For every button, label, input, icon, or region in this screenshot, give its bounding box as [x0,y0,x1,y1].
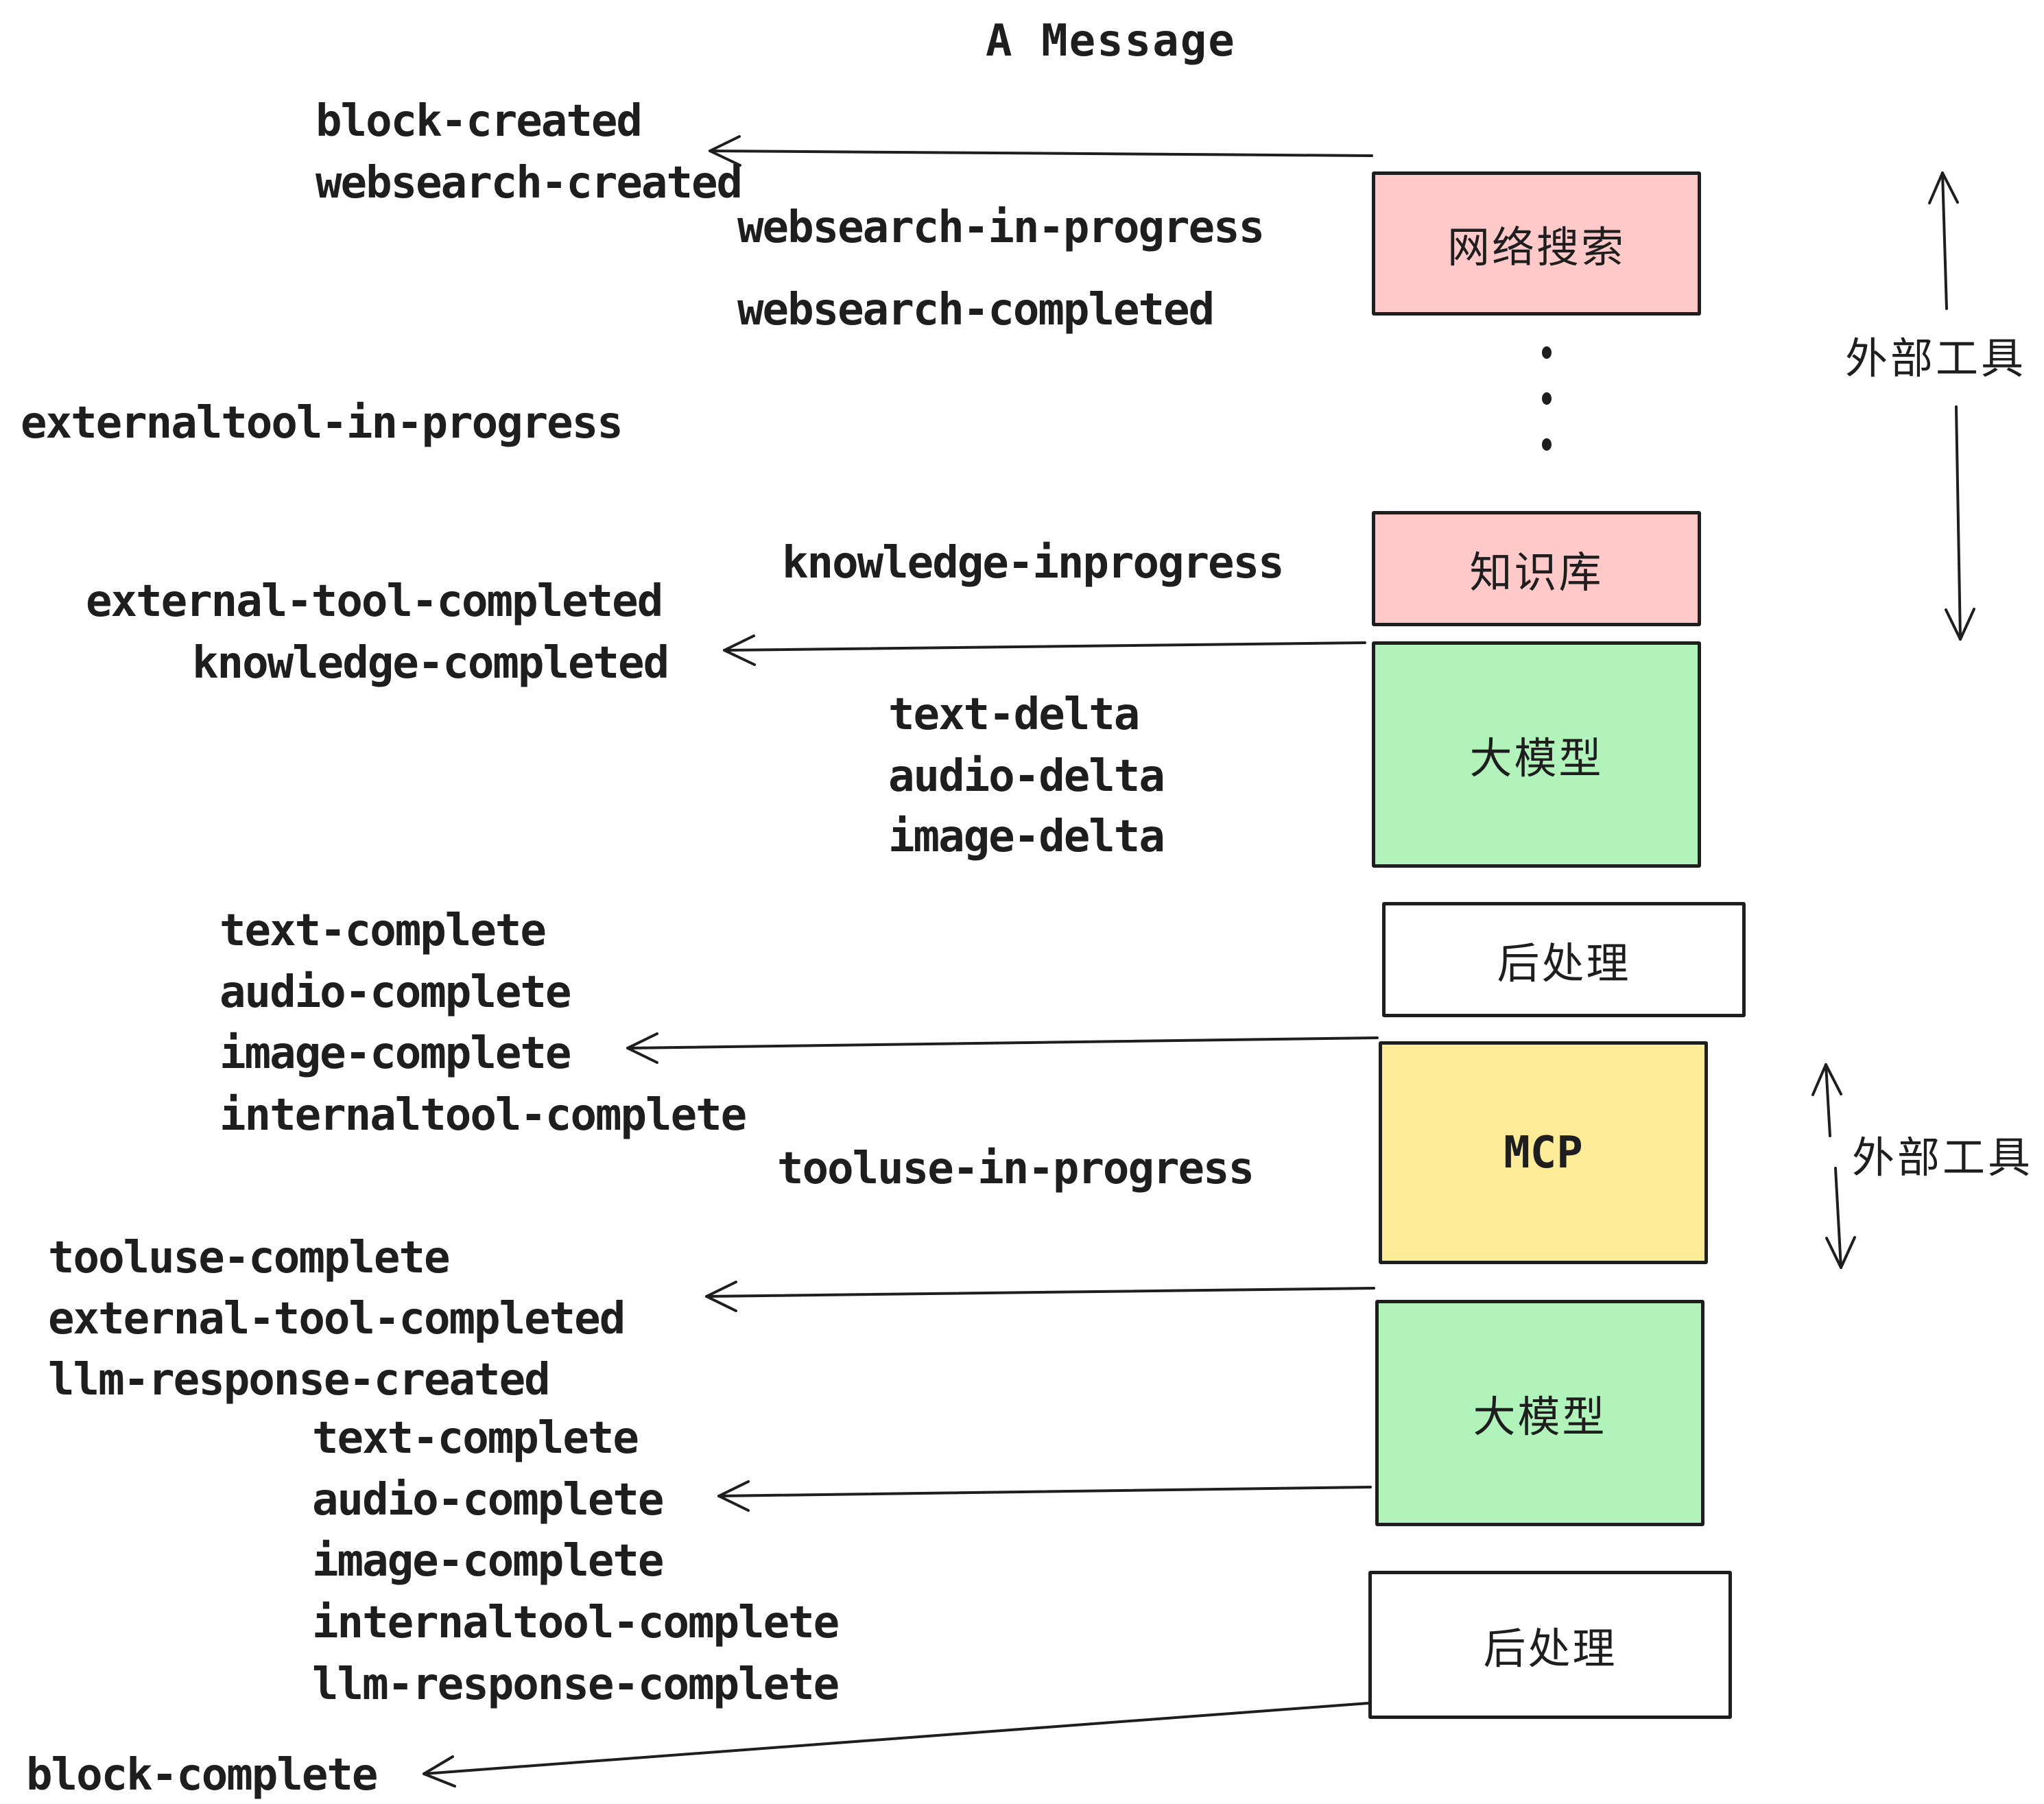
arrow-to-image-complete [626,1032,1379,1064]
external-tools-up-arrow-top [1928,171,1959,310]
event-label-text-complete: text-complete [219,905,547,956]
event-label-tooluse-complete: tooluse-complete [48,1233,450,1283]
event-label-audio-complete: audio-complete [219,967,571,1018]
arrow-to-audio-complete [717,1480,1372,1512]
event-label-knowledge-completed: knowledge-completed [192,638,669,689]
arrow-to-block-complete [423,1702,1370,1788]
node-postprocess-2: 后处理 [1368,1571,1732,1719]
arrow-to-tooluse-complete [705,1281,1375,1312]
event-label-audio-complete-2: audio-complete [312,1475,664,1526]
diagram-title: A Message [986,16,1236,67]
external-tools-up-arrow-mcp [1811,1063,1842,1137]
event-label-knowledge-inprogress: knowledge-inprogress [782,538,1285,589]
node-mcp: MCP [1379,1041,1708,1264]
event-label-image-complete-2: image-complete [312,1536,664,1587]
node-websearch: 网络搜索 [1372,171,1701,316]
event-label-image-delta: image-delta [888,811,1165,862]
event-label-audio-delta: audio-delta [888,751,1165,802]
event-label-internaltool-complete: internaltool-complete [219,1090,747,1141]
external-tools-down-arrow-mcp [1825,1167,1856,1269]
node-postprocess-1: 后处理 [1382,902,1746,1017]
external-tools-label-top: 外部工具 [1845,333,2027,383]
event-label-text-complete-2: text-complete [312,1413,639,1464]
ellipsis-dot [1542,346,1552,359]
ellipsis-dot [1542,392,1552,405]
event-label-block-complete: block-complete [26,1750,378,1801]
event-label-image-complete: image-complete [219,1028,571,1079]
event-label-externaltool-in-progress: externaltool-in-progress [21,398,623,449]
event-label-llm-response-complete: llm-response-complete [312,1659,840,1710]
event-label-external-tool-completed-2: external-tool-completed [48,1294,626,1344]
node-knowledge-base: 知识库 [1372,511,1701,626]
event-label-block-created: block-created [316,96,643,147]
node-llm-1: 大模型 [1372,641,1701,868]
arrow-to-knowledge-completed [723,634,1366,666]
ellipsis-dot [1542,438,1552,451]
event-label-websearch-in-progress: websearch-in-progress [737,202,1265,253]
arrow-to-block-created [709,135,1373,167]
event-label-external-tool-completed: external-tool-completed [86,576,663,627]
external-tools-down-arrow-top [1945,405,1975,641]
event-label-tooluse-in-progress: tooluse-in-progress [777,1143,1255,1194]
external-tools-label-mcp: 外部工具 [1852,1132,2034,1183]
event-label-websearch-created: websearch-created [316,158,743,209]
event-label-websearch-completed: websearch-completed [737,285,1215,335]
event-label-internaltool-complete-2: internaltool-complete [312,1598,840,1648]
event-label-text-delta: text-delta [888,689,1140,740]
event-label-llm-response-created: llm-response-created [48,1355,551,1405]
node-llm-2: 大模型 [1375,1300,1704,1526]
